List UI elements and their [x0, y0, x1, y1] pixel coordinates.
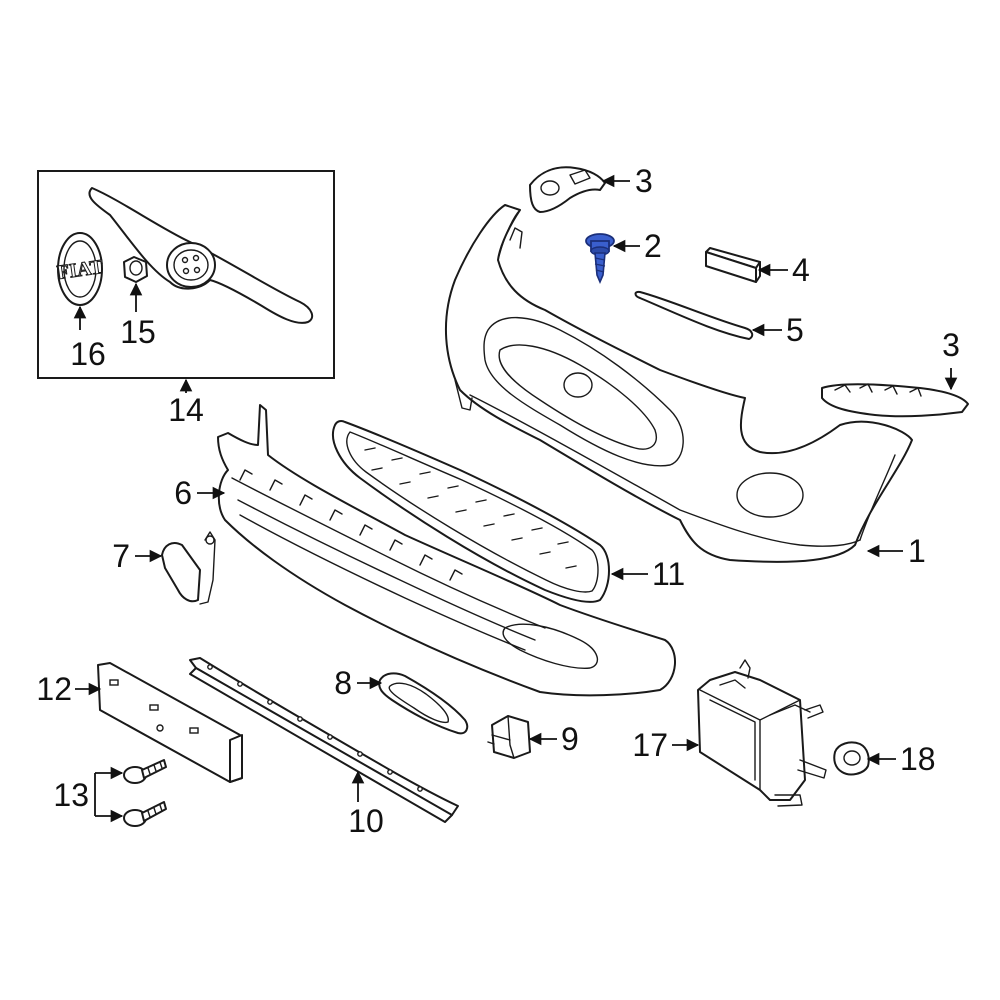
callout-labels: 1 2 3 3 4 5 6 7 8 9 10 11 12 13 14 15 16…	[36, 163, 959, 839]
callout-13: 13	[53, 777, 89, 813]
callout-18: 18	[900, 741, 936, 777]
part-3-bracket-right[interactable]	[821, 383, 969, 418]
part-18-grommet[interactable]	[833, 741, 870, 776]
callout-9: 9	[561, 721, 579, 757]
part-2-screw-highlighted[interactable]	[585, 233, 615, 285]
part-11-grille[interactable]	[332, 420, 610, 603]
part-5-strip[interactable]	[634, 290, 754, 340]
part-17-module[interactable]	[697, 659, 827, 807]
callout-15: 15	[120, 314, 156, 350]
callout-17: 17	[632, 727, 668, 763]
callout-2: 2	[644, 228, 662, 264]
part-16-emblem[interactable]: FIAT	[55, 232, 106, 306]
callout-6: 6	[174, 475, 192, 511]
part-15-nut[interactable]	[123, 256, 148, 283]
part-3-bracket-upper[interactable]	[529, 166, 606, 213]
callout-14: 14	[168, 392, 204, 428]
callout-1: 1	[908, 533, 926, 569]
part-7-bracket[interactable]	[161, 531, 216, 605]
callout-3-right: 3	[942, 327, 960, 363]
part-14-grille-bar[interactable]	[88, 187, 314, 324]
part-9-clip[interactable]	[487, 715, 531, 759]
part-4-block[interactable]	[705, 247, 761, 283]
part-6-lower-bumper[interactable]	[217, 404, 677, 697]
callout-8: 8	[334, 665, 352, 701]
part-13-bolt-lower[interactable]	[123, 801, 167, 827]
leader-lines	[73, 174, 958, 823]
callout-10: 10	[348, 803, 384, 839]
inset-box-part-14	[37, 170, 335, 379]
part-12-plate-bracket[interactable]	[97, 662, 243, 783]
callout-7: 7	[112, 538, 130, 574]
callout-5: 5	[786, 312, 804, 348]
part-13-bolt-upper[interactable]	[123, 759, 167, 784]
callout-12: 12	[36, 671, 72, 707]
callout-3-upper: 3	[635, 163, 653, 199]
callout-4: 4	[792, 252, 810, 288]
part-10-rail[interactable]	[189, 657, 459, 823]
callout-16: 16	[70, 336, 106, 372]
part-1-bumper-cover[interactable]	[445, 204, 913, 563]
callout-11: 11	[652, 556, 685, 592]
part-8-cover[interactable]	[378, 672, 469, 735]
